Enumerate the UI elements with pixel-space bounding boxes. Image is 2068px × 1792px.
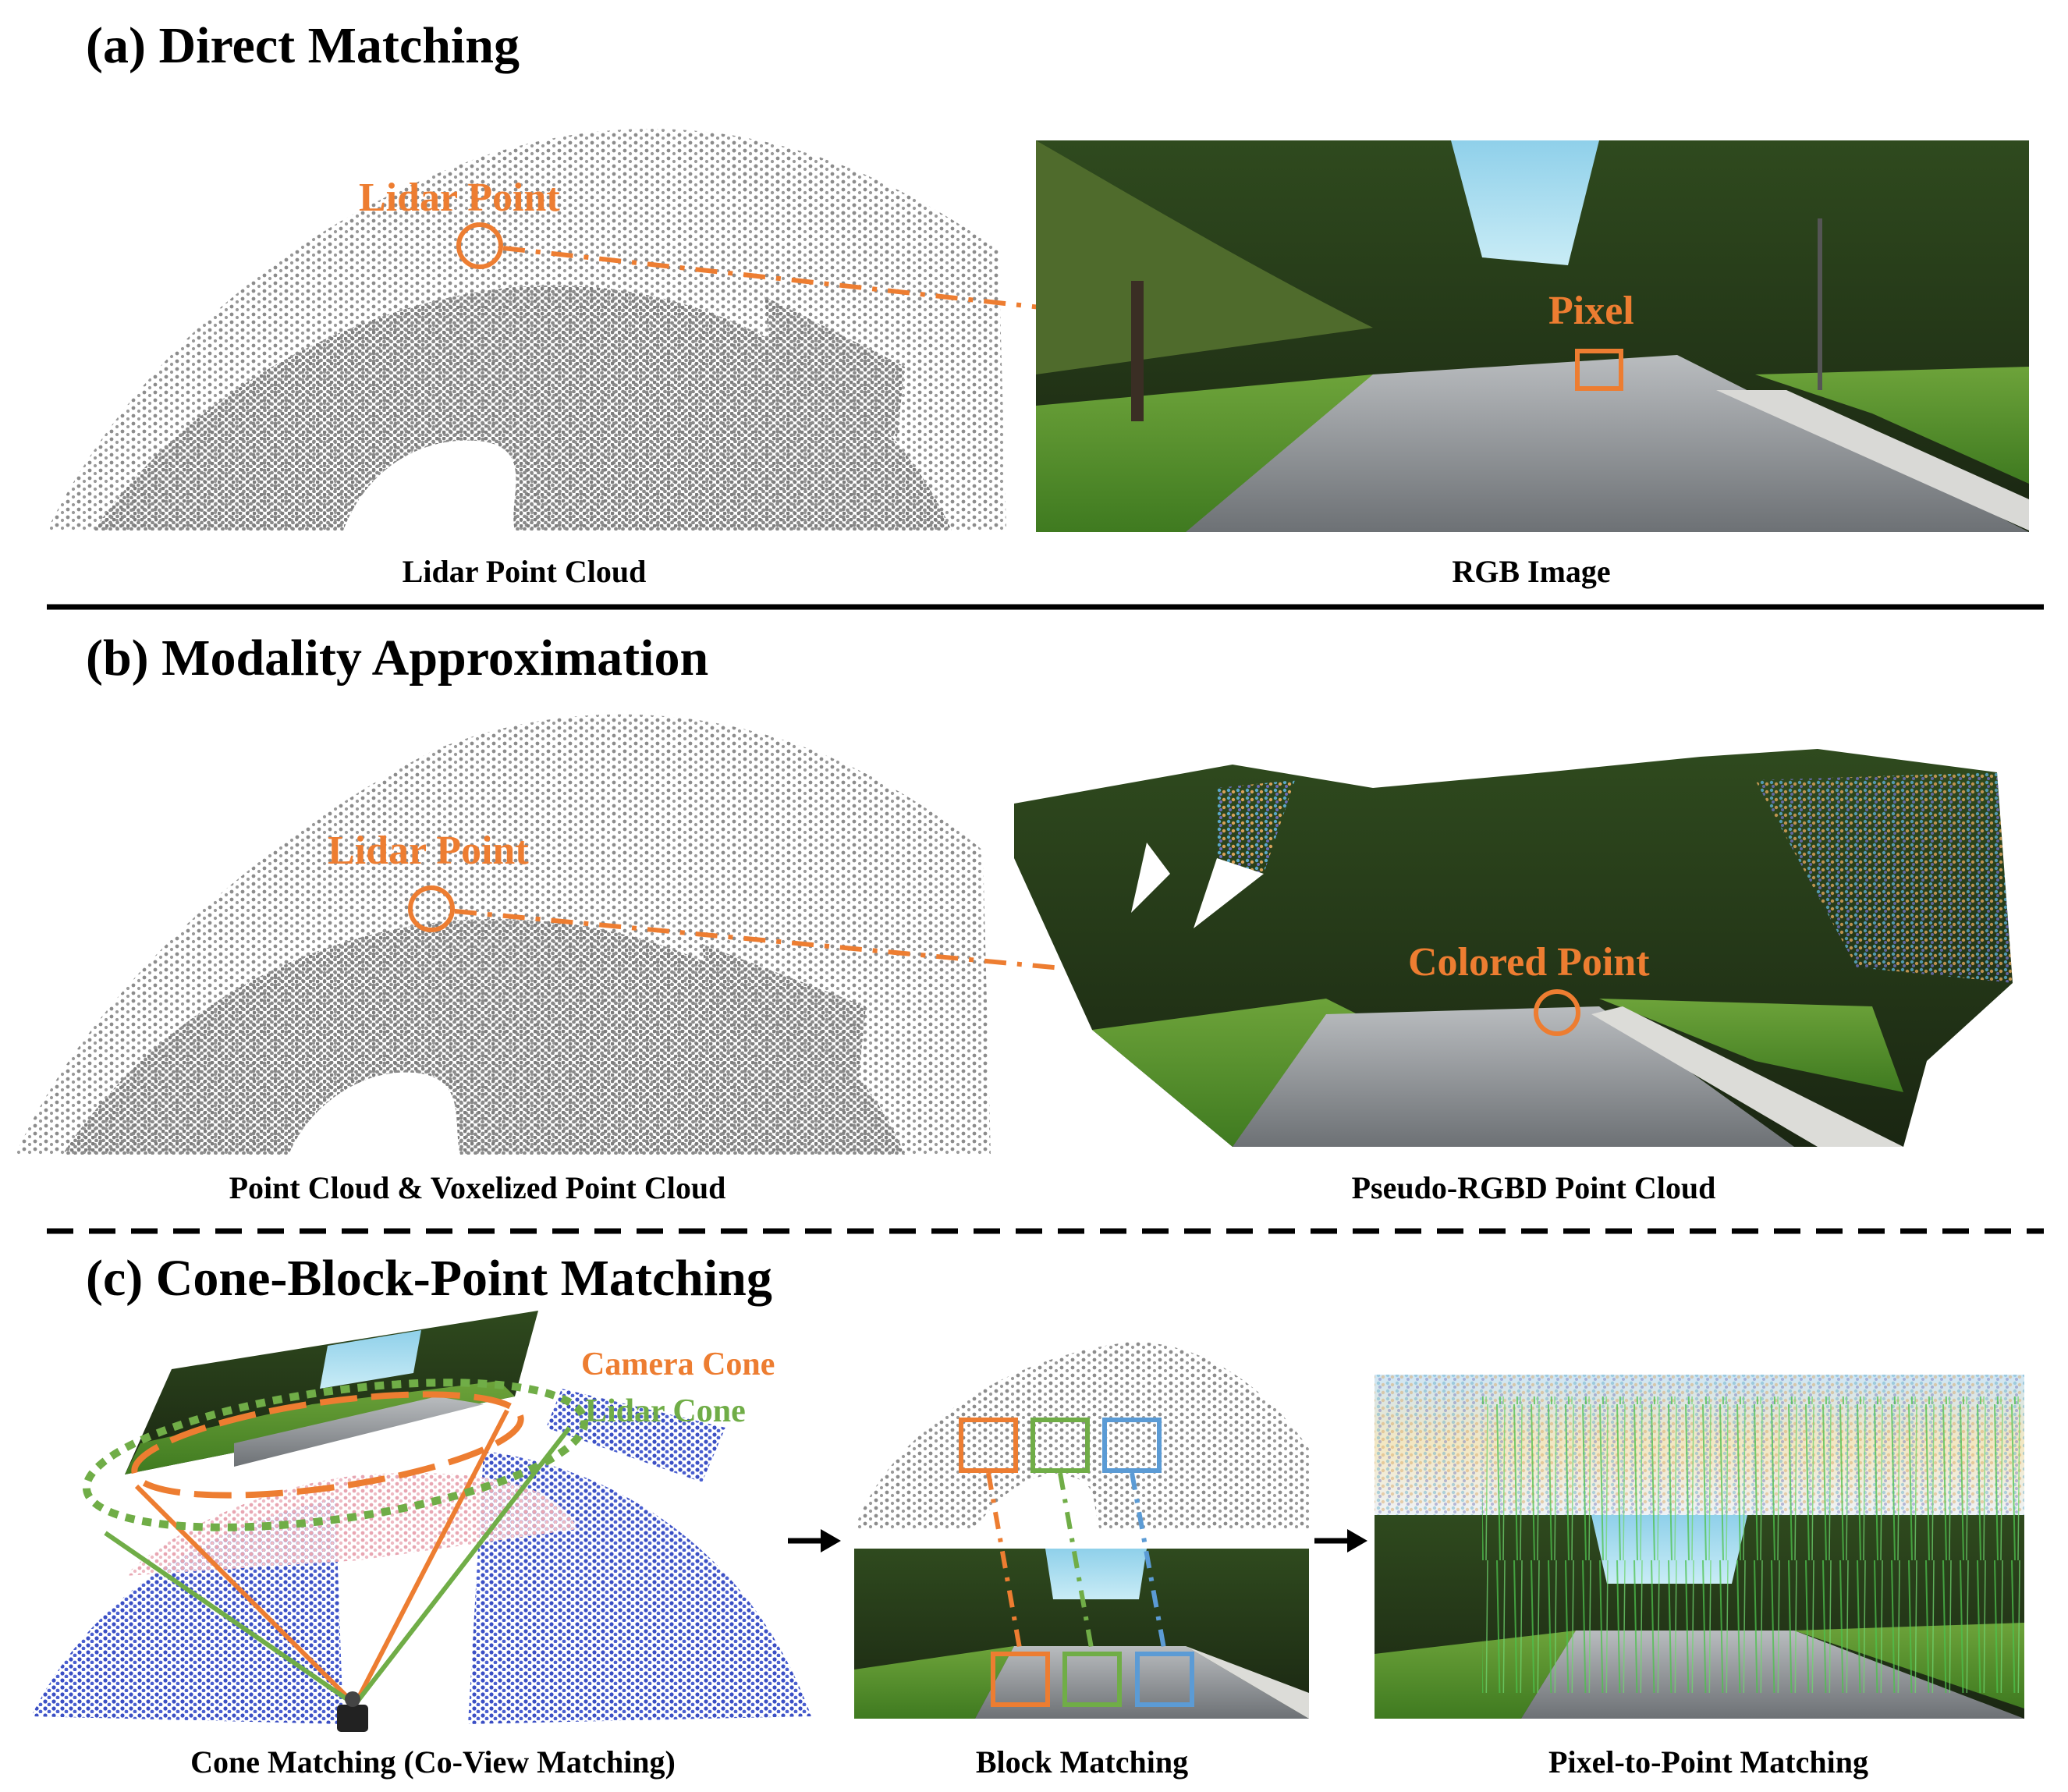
section-b-title: (b) Modality Approximation xyxy=(86,630,708,687)
point-cloud-caption-b: Point Cloud & Voxelized Point Cloud xyxy=(229,1170,726,1205)
pixel-marker-a xyxy=(1575,349,1623,391)
block-matching-caption: Block Matching xyxy=(976,1744,1188,1780)
section-c-title: (c) Cone-Block-Point Matching xyxy=(86,1250,772,1307)
pixel-to-point-caption: Pixel-to-Point Matching xyxy=(1548,1744,1868,1780)
pseudo-rgbd-point-cloud xyxy=(1014,749,2013,1147)
lidar-cone-label: Lidar Cone xyxy=(585,1393,746,1429)
lidar-point-cloud-b xyxy=(16,714,991,1155)
arrow-right-icon xyxy=(788,1529,841,1552)
colored-point-marker-b xyxy=(1534,989,1580,1036)
cone-matching-caption: Cone Matching (Co-View Matching) xyxy=(190,1744,676,1780)
lidar-point-label-a: Lidar Point xyxy=(359,176,560,220)
pixel-to-point-panel xyxy=(1375,1375,2024,1719)
lidar-caption-a: Lidar Point Cloud xyxy=(403,554,647,589)
lidar-point-cloud-a xyxy=(47,129,1006,531)
cone-matching-panel xyxy=(31,1311,811,1732)
camera-cone-label: Camera Cone xyxy=(581,1347,775,1382)
pseudo-rgbd-caption-b: Pseudo-RGBD Point Cloud xyxy=(1352,1170,1716,1205)
arrow-right-icon xyxy=(1314,1529,1367,1552)
rgb-image-a xyxy=(1036,140,2029,532)
colored-point-label-b: Colored Point xyxy=(1408,940,1650,985)
lidar-point-label-b: Lidar Point xyxy=(328,829,529,873)
pixel-label-a: Pixel xyxy=(1548,289,1634,333)
lidar-point-marker-a xyxy=(456,222,503,269)
block-matching-panel xyxy=(854,1342,1311,1719)
rgb-caption-a: RGB Image xyxy=(1452,554,1610,589)
lidar-point-marker-b xyxy=(408,885,455,932)
section-a-title: (a) Direct Matching xyxy=(86,17,520,74)
